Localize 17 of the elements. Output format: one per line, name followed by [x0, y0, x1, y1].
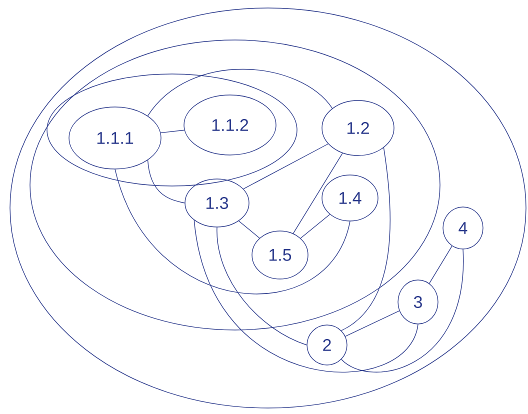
edge-line [147, 68, 333, 116]
edge-line [428, 246, 452, 284]
edge-line [243, 144, 328, 190]
edge-line [147, 160, 185, 204]
cluster-ellipse [10, 8, 526, 408]
edge-line [216, 227, 307, 346]
edge-line [341, 147, 390, 331]
edge-line [114, 169, 350, 294]
edge-line [341, 249, 464, 372]
cluster-ellipse [30, 40, 440, 330]
cluster-ellipse [46, 74, 298, 186]
edge-line [194, 220, 418, 372]
edge-line [160, 130, 185, 134]
edge-line [292, 152, 343, 234]
edge-line [300, 214, 330, 239]
edge-line [345, 310, 400, 337]
edge-line [238, 220, 260, 238]
